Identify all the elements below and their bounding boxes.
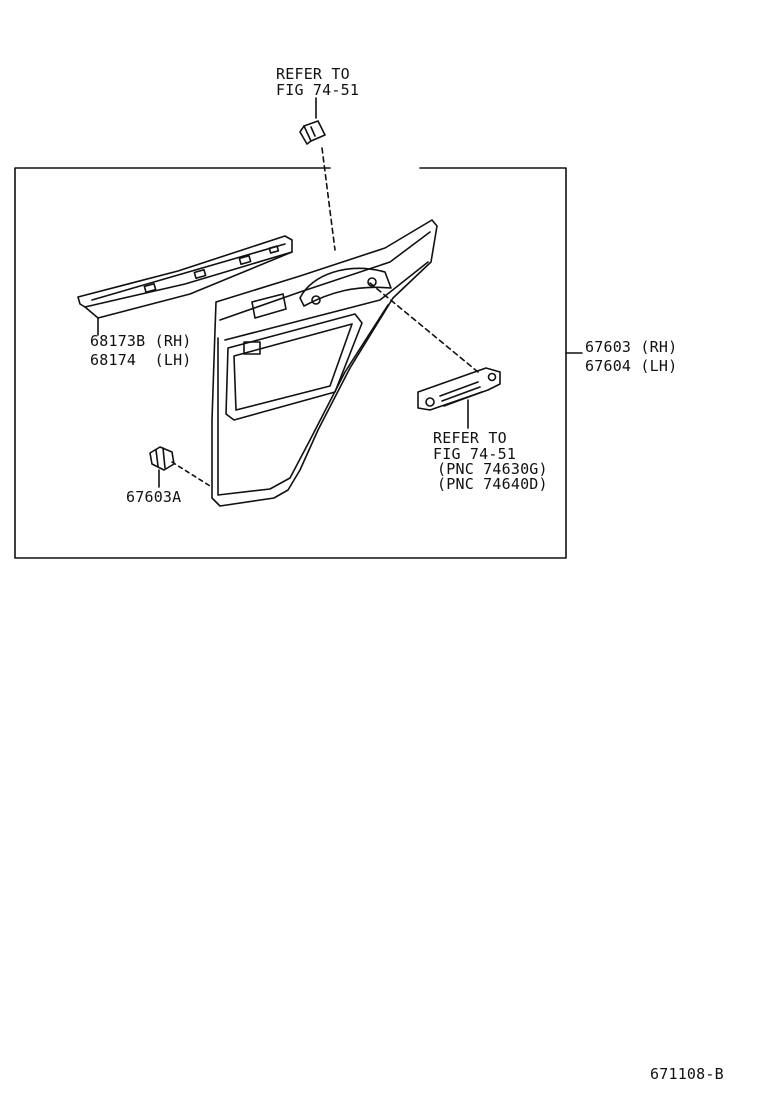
top-clip-part — [299, 120, 326, 145]
assembly-frame — [14, 167, 567, 559]
refer-handle-line1: REFER TO — [433, 429, 507, 447]
door-trim-panel-part — [211, 219, 438, 507]
refer-handle-line3: (PNC 74630G) — [437, 460, 548, 478]
dash-leader-top — [321, 147, 336, 251]
dash-leader-handle — [369, 282, 479, 373]
refer-handle-line4: (PNC 74640D) — [437, 475, 548, 493]
trim-panel-part-rh: 67603 (RH) — [585, 338, 678, 356]
clip-67603a-part — [149, 446, 175, 488]
grab-handle-part — [417, 367, 501, 429]
refer-top-line1: REFER TO — [276, 65, 350, 83]
figure-code: 671108-B — [650, 1065, 724, 1083]
moulding-part-lh: 68174 (LH) — [90, 351, 192, 369]
moulding-part-rh: 68173B (RH) — [90, 332, 192, 350]
refer-top-line2: FIG 74-51 — [276, 81, 360, 99]
clip-part-number: 67603A — [126, 488, 182, 506]
trim-panel-part-lh: 67604 (LH) — [585, 357, 678, 375]
belt-moulding-part — [77, 235, 293, 336]
dash-leader-clip — [171, 461, 211, 487]
refer-handle-line2: FIG 74-51 — [433, 445, 517, 463]
